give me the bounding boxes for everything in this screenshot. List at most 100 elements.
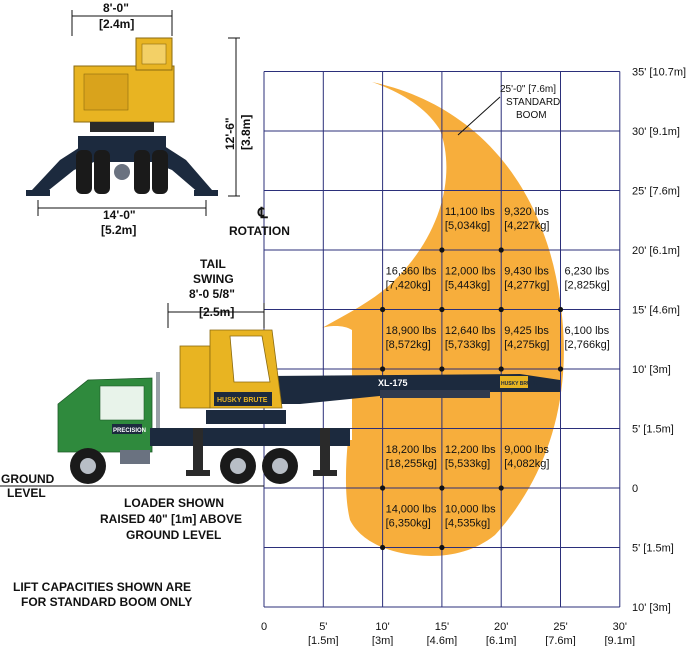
capacity-point (498, 247, 504, 253)
front-outrigger (320, 428, 330, 472)
capacity-point (557, 366, 564, 372)
reach-envelope (322, 82, 564, 556)
rotation-label: ROTATION (229, 224, 290, 238)
capacity-point (439, 306, 445, 313)
x-tick-metric: [6.1m] (486, 635, 517, 646)
capacity-kg: [7,420kg] (386, 280, 431, 292)
boom-cylinder (380, 390, 490, 398)
tail-swing-line3: 8'-0 5/8" (189, 287, 235, 301)
capacity-lbs: 12,000 lbs (445, 266, 496, 278)
loader-cab-window (229, 335, 271, 383)
loader-turntable (206, 410, 286, 424)
x-tick-metric: [3m] (372, 635, 393, 646)
turntable (90, 122, 154, 132)
y-tick-label: 30' [9.1m] (632, 126, 680, 138)
y-tick-label: 25' [7.6m] (632, 186, 680, 198)
tail-swing-line1: TAIL (200, 257, 226, 271)
x-tick-label: 20' (494, 621, 508, 633)
capacity-lbs: 12,640 lbs (445, 325, 496, 337)
cab-window (141, 43, 167, 65)
boom-logo: HUSKY BRUTE (501, 381, 538, 387)
capacity-point (498, 366, 504, 372)
x-tick-metric: [9.1m] (605, 635, 636, 646)
width-metric: [2.4m] (99, 17, 134, 31)
capacity-point (380, 306, 386, 313)
left-outrigger-pad (26, 190, 50, 196)
capacity-point (439, 247, 445, 253)
capacity-point (380, 366, 386, 372)
y-axis-labels: 35' [10.7m] 30' [9.1m] 25' [7.6m] 20' [6.1m… (632, 67, 686, 615)
front-right-wheel (134, 150, 150, 194)
truck-loader-side-view: XL-175 HUSKY BRUTE HUSKY BRUTE PRECISION (57, 329, 560, 484)
y-tick-label: 0 (632, 483, 638, 495)
capacity-kg: [5,733kg] (445, 339, 490, 351)
capacity-labels: 11,100 lbs[5,034kg]9,320 lbs[4,227kg]16,… (380, 206, 610, 551)
capacity-lbs: 18,200 lbs (386, 444, 437, 456)
capacity-kg: [4,535kg] (445, 518, 490, 530)
lift-note-line2: FOR STANDARD BOOM ONLY (21, 595, 192, 609)
x-tick-label: 10' (375, 621, 389, 633)
capacity-point (439, 366, 445, 372)
capacity-lbs: 6,230 lbs (565, 266, 610, 278)
x-tick-label: 25' (553, 621, 567, 633)
x-tick-metric: [4.6m] (427, 635, 458, 646)
axle-hub (114, 164, 130, 180)
boom-callout-line3: BOOM (516, 110, 547, 121)
capacity-point (380, 544, 386, 551)
truck-logo: PRECISION (113, 428, 146, 434)
capacity-kg: [2,825kg] (565, 280, 610, 292)
capacity-kg: [5,034kg] (445, 220, 490, 232)
y-tick-label: 10' [3m] (632, 364, 671, 376)
lift-note-line1: LIFT CAPACITIES SHOWN ARE (13, 580, 191, 594)
machine-front-view: 8'-0" [2.4m] 12'-6" [3.8m] 14'-0" [5.2m] (26, 1, 253, 237)
boom-callout-leader (457, 96, 501, 136)
capacity-kg: [4,277kg] (504, 280, 549, 292)
loader-note-line1: LOADER SHOWN (124, 496, 224, 510)
ground-level-line1: GROUND (1, 472, 55, 486)
capacity-point (498, 306, 504, 313)
base-metric: [5.2m] (101, 223, 136, 237)
truck-window (99, 385, 145, 421)
capacity-lbs: 9,425 lbs (504, 325, 549, 337)
x-tick-label: 30' (613, 621, 627, 633)
y-tick-label: 5' [1.5m] (632, 543, 674, 555)
capacity-lbs: 10,000 lbs (445, 504, 496, 516)
boom-callout-line2: STANDARD (506, 97, 560, 108)
x-tick-metric: [1.5m] (308, 635, 339, 646)
capacity-lbs: 9,430 lbs (504, 266, 549, 278)
boom-callout-line1: 25'-0" [7.6m] (500, 84, 556, 95)
x-tick-label: 5' (319, 621, 327, 633)
capacity-kg: [18,255kg] (386, 458, 437, 470)
capacity-lbs: 9,000 lbs (504, 444, 549, 456)
capacity-kg: [6,350kg] (386, 518, 431, 530)
capacity-kg: [5,443kg] (445, 280, 490, 292)
capacity-point (439, 485, 445, 491)
capacity-kg: [4,275kg] (504, 339, 549, 351)
capacity-kg: [2,766kg] (565, 339, 610, 351)
y-tick-label: 5' [1.5m] (632, 424, 674, 436)
y-tick-label: 20' [6.1m] (632, 245, 680, 257)
loader-note-line3: GROUND LEVEL (126, 528, 221, 542)
exhaust-stack (156, 372, 160, 446)
y-tick-label: 10' [3m] (632, 602, 671, 614)
y-tick-label: 35' [10.7m] (632, 67, 686, 79)
right-outrigger-pad (194, 190, 218, 196)
centerline-symbol: ℄ (257, 205, 268, 222)
loader-logo: HUSKY BRUTE (217, 397, 268, 404)
engine-grille (83, 73, 129, 111)
capacity-lbs: 11,100 lbs (445, 206, 495, 218)
tail-swing-line2: SWING (193, 272, 234, 286)
carrier-frame (78, 136, 166, 150)
base-label: 14'-0" (103, 208, 136, 222)
loader-engine-house (179, 345, 211, 409)
capacity-lbs: 6,100 lbs (565, 325, 610, 337)
tail-swing-metric: [2.5m] (199, 305, 234, 319)
x-tick-label: 15' (435, 621, 449, 633)
capacity-lbs: 16,360 lbs (386, 266, 437, 278)
y-tick-label: 15' [4.6m] (632, 305, 680, 317)
x-tick-label: 0 (261, 621, 267, 633)
loader-note-line2: RAISED 40" [1m] ABOVE (100, 512, 242, 526)
